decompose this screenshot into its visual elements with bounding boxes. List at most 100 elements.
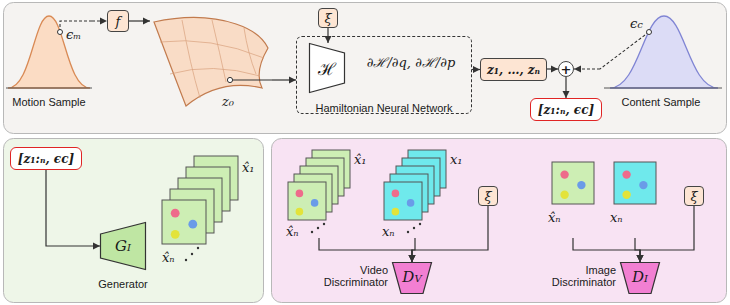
rule-line: [6, 88, 92, 89]
dot: [191, 253, 193, 255]
shape-path: [310, 44, 345, 93]
text-slot: GI: [100, 237, 146, 255]
frame-stack: x̂₁ x̂ₙ: [150, 150, 256, 272]
plot-caption: Content Sample: [622, 96, 701, 108]
connector-arrow: [46, 170, 100, 250]
text-slot: ϵₘ: [66, 25, 81, 43]
module-caption: Image Discriminator: [542, 264, 616, 288]
xi-symbol: ξ: [484, 189, 491, 204]
discriminator-symbol: DI: [632, 268, 648, 286]
text-slot: x̂ₙ: [162, 248, 175, 266]
latent-concat-box: [z₁:ₙ, ϵc]: [10, 147, 82, 170]
shape-path: [600, 32, 649, 69]
epsilon-label: ϵc: [630, 16, 643, 31]
latent-box: z₁, …, zₙ: [480, 58, 547, 81]
module-caption: Video Discriminator: [314, 264, 388, 288]
gaussian-plot: ϵcContent Sample: [600, 6, 722, 106]
text-slot: Generator: [86, 274, 160, 292]
connector-arrow: [319, 238, 416, 262]
connector-arrow: [637, 206, 695, 262]
latent-concat-box: [z₁:ₙ, ϵc]: [530, 98, 602, 121]
frame-label: x̂ₙ: [286, 224, 299, 239]
text-slot: Content Sample: [600, 92, 722, 110]
text-slot: Image Discriminator: [542, 264, 616, 290]
arrow-head: [473, 66, 480, 73]
text-slot: xₙ: [382, 222, 395, 240]
arrow-head: [409, 255, 416, 262]
arrow-head: [289, 77, 296, 84]
function-symbol: f: [116, 14, 121, 29]
frame-label: xₙ: [382, 224, 395, 239]
arrow-head: [563, 91, 570, 98]
panel-background: [4, 3, 727, 134]
module-caption: Hamiltonian Neural Network: [316, 102, 453, 114]
dot: [407, 199, 415, 207]
text-slot: Hamiltonian Neural Network: [297, 98, 471, 116]
panel-background: [4, 139, 264, 303]
manifold-surface: z₀: [150, 14, 272, 112]
frame-label: x̂₁: [242, 160, 255, 175]
connector-line: [640, 206, 694, 262]
frame-stack: x₁ xₙ: [378, 148, 466, 238]
state-symbol: z₀: [222, 94, 234, 109]
single-frame: x̂ₙ: [546, 148, 602, 238]
dot: [647, 30, 652, 35]
shape-path: [393, 263, 432, 294]
function-box: f: [107, 10, 129, 32]
connector-line: [412, 206, 488, 262]
frame-label: x₁: [450, 152, 463, 167]
text-slot: x̂₁: [242, 158, 255, 176]
dot: [622, 170, 630, 178]
shape-rect: [614, 162, 656, 204]
frame-label: x̂₁: [354, 152, 367, 167]
dot: [639, 181, 647, 189]
text-slot: x̂₁: [354, 150, 367, 168]
arrow-head: [409, 255, 416, 262]
connector-arrow: [92, 18, 107, 25]
text-slot: ϵc: [630, 14, 643, 32]
dot: [58, 30, 63, 35]
arrow-head: [93, 243, 100, 250]
xi-symbol: ξ: [690, 189, 697, 204]
connector-arrow: [129, 18, 150, 25]
connector-arrow: [574, 66, 600, 73]
dot: [311, 231, 313, 233]
epsilon-label: ϵₘ: [66, 27, 81, 42]
shape-rect: [288, 182, 326, 220]
discriminator-symbol: DV: [402, 268, 421, 286]
arrow-head: [100, 18, 107, 25]
dot: [622, 191, 630, 199]
text-slot: xₙ: [610, 208, 623, 226]
discriminator-trapezoid: DIImage Discriminator: [620, 262, 660, 294]
dot: [407, 231, 409, 233]
dot: [296, 208, 304, 216]
shape-path: [154, 17, 268, 106]
shape-drawing: [600, 6, 722, 106]
shape-drawing: [150, 14, 272, 112]
xi-box: ξ: [318, 8, 338, 28]
hamiltonian-symbol: ℋ: [318, 57, 336, 80]
dot: [296, 190, 304, 198]
dot: [560, 170, 568, 178]
text-slot: Video Discriminator: [314, 264, 388, 290]
connector-arrow: [563, 77, 570, 98]
dot: [227, 77, 232, 82]
generator-symbol: GI: [115, 237, 131, 255]
dot: [323, 223, 325, 225]
connector-arrow: [272, 77, 296, 84]
frame-label: x̂ₙ: [548, 210, 561, 225]
latent-concat: [z₁:ₙ, ϵc]: [538, 103, 594, 117]
arrow-head: [409, 255, 416, 262]
frame-stack: x̂₁ x̂ₙ: [282, 148, 370, 238]
text-slot: x̂ₙ: [286, 222, 299, 240]
xi-box: ξ: [684, 186, 704, 206]
rule-line: [233, 79, 272, 80]
text-slot: ∂ℋ/∂q, ∂ℋ/∂p: [351, 53, 471, 71]
xi-box: ξ: [478, 186, 498, 206]
sum-circle: +: [558, 61, 574, 77]
connector-arrow: [547, 66, 558, 73]
connector-arrow: [472, 66, 480, 73]
dot: [311, 199, 319, 207]
shape-path: [160, 20, 264, 98]
